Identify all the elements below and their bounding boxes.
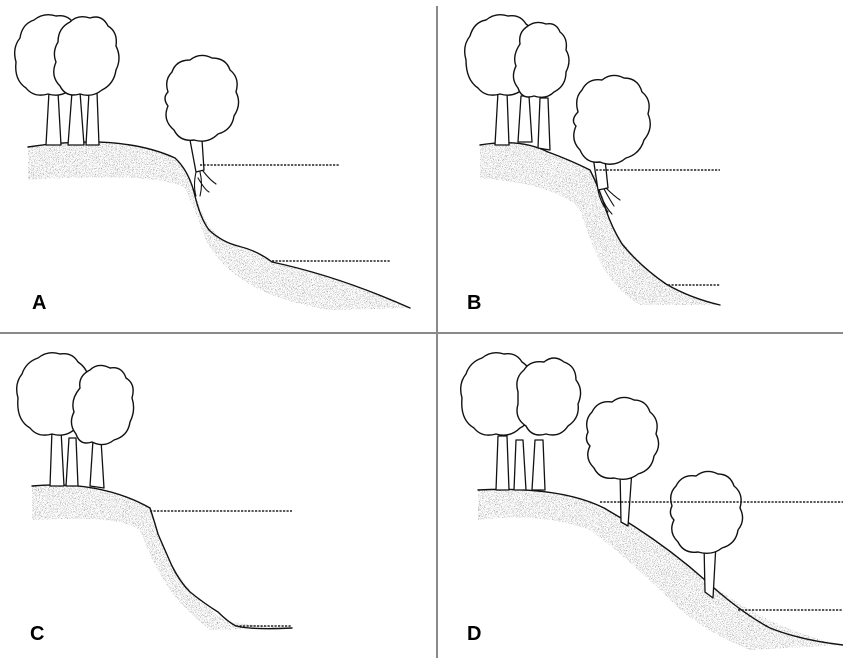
panel-d: D: [459, 351, 843, 650]
soil-texture: [28, 141, 410, 310]
panel-c: C: [15, 351, 293, 645]
tree-bank-upper: [585, 396, 660, 527]
panel-a: A: [13, 13, 411, 314]
tree-right: [70, 364, 135, 489]
riverbank-profile: [31, 484, 293, 630]
riverbank-profile: [27, 141, 411, 309]
riverbank-profile: [477, 488, 843, 646]
panel-label-d: D: [467, 623, 481, 645]
panel-label-c: C: [30, 623, 44, 645]
panel-label-b: B: [467, 292, 481, 314]
panel-label-a: A: [32, 292, 46, 314]
falling-tree: [164, 54, 240, 197]
tree-left: [459, 351, 536, 491]
soil-texture: [480, 142, 720, 305]
tree-bank-lower: [669, 470, 744, 599]
tree-right: [53, 15, 120, 146]
slipping-tree: [572, 74, 651, 215]
panel-b: B: [463, 13, 721, 314]
tree-middle: [512, 21, 570, 151]
soil-texture: [32, 484, 292, 630]
tree-right: [516, 357, 582, 491]
soil-texture: [478, 489, 843, 650]
